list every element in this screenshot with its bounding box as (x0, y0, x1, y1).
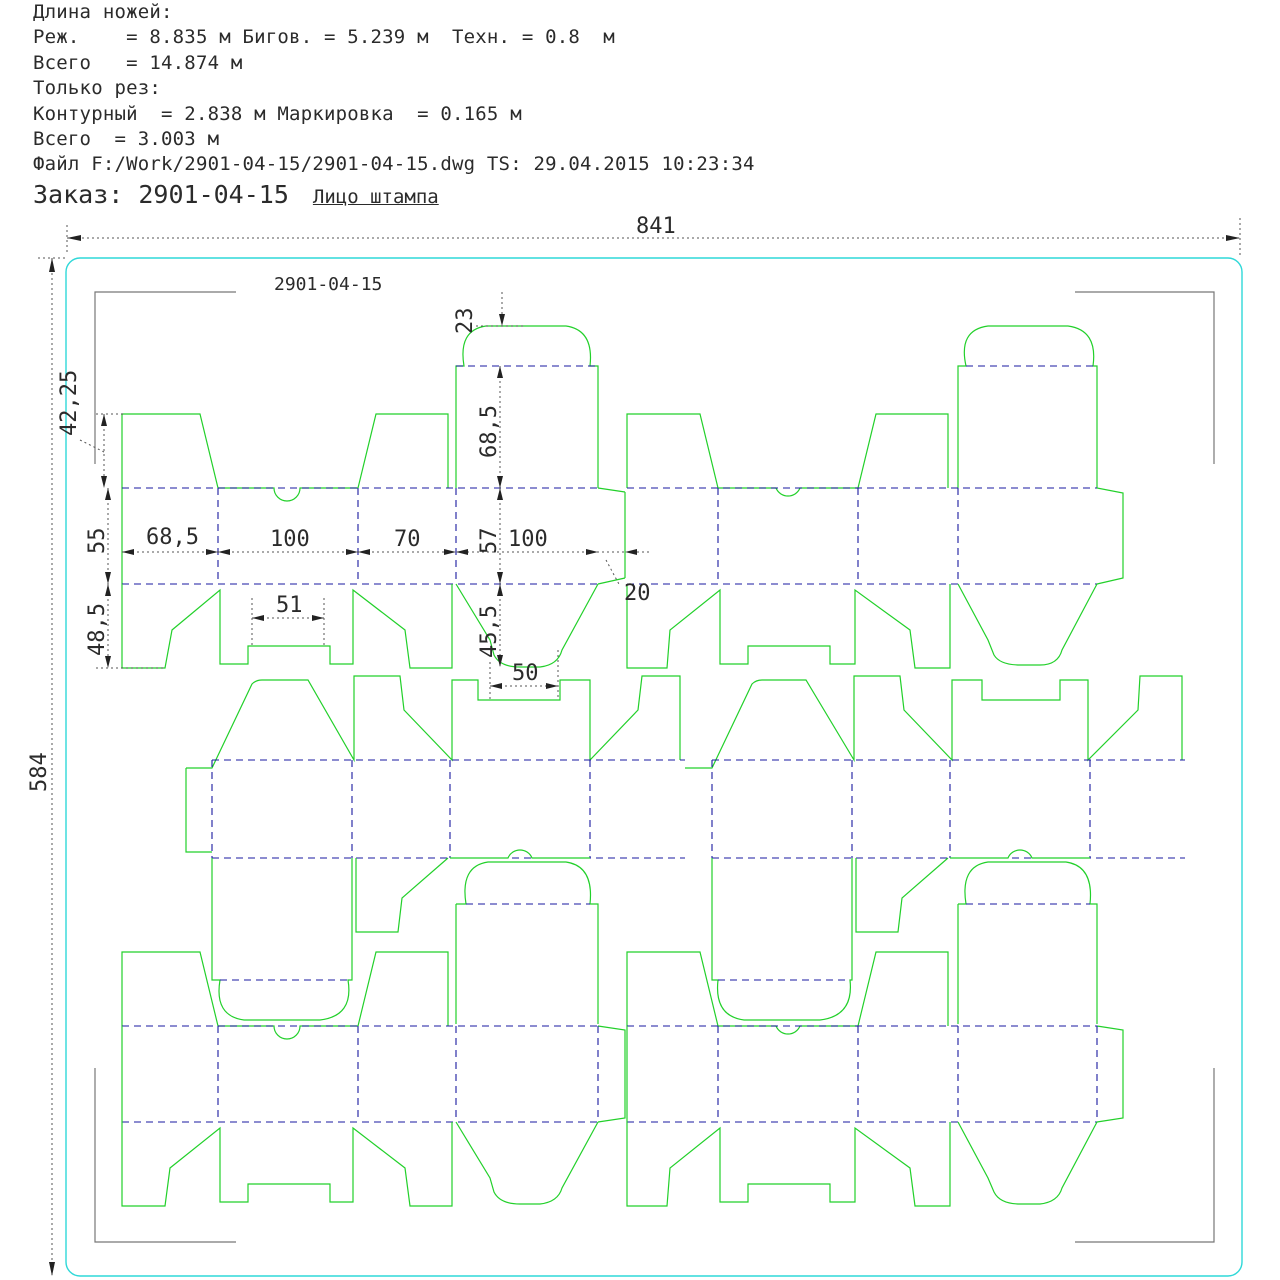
die-side-label: Лицо штампа (312, 185, 439, 208)
dimensions-first-blank: 42,25 55 48,5 68,5 100 70 100 20 23 (57, 292, 651, 700)
dim-55: 55 (85, 528, 110, 555)
dim-68-5-h: 68,5 (146, 525, 199, 550)
dim-42-25: 42,25 (57, 370, 82, 436)
order-number: 2901-04-15 (138, 179, 289, 209)
box-blank-row2-a (185, 675, 685, 1024)
order-line: Заказ: 2901-04-15 Лицо штампа (33, 178, 933, 214)
corner-mark-bottom-right (1075, 1068, 1215, 1243)
sheet-code-label: 2901-04-15 (274, 274, 382, 295)
knife-length-total: Всего = 14.874 м (33, 51, 243, 74)
box-blank-row3-b (626, 951, 1124, 1207)
dim-51: 51 (276, 593, 303, 618)
knife-length-breakdown: Реж. = 8.835 м Бигов. = 5.239 м Техн. = … (33, 26, 615, 49)
box-blank-row2-b (685, 675, 1185, 1024)
corner-mark-bottom-left (94, 1068, 236, 1243)
box-blank-row1-a (121, 325, 626, 669)
file-info: Файл F:/Work/2901-04-15/2901-04-15.dwg T… (33, 153, 755, 176)
overall-width-dimension: 841 (66, 214, 1241, 255)
dim-50: 50 (512, 661, 539, 686)
corner-mark-top-left (94, 291, 236, 464)
order-label: Заказ: (33, 179, 124, 209)
dim-48-5: 48,5 (85, 603, 110, 656)
overall-height-label: 584 (27, 752, 52, 792)
corner-mark-top-right (1075, 291, 1215, 464)
dim-68-5-v: 68,5 (477, 405, 502, 458)
dim-70: 70 (394, 527, 421, 552)
cut-only-total: Всего = 3.003 м (33, 128, 220, 151)
overall-width-label: 841 (636, 214, 676, 239)
box-blank-row3-a (121, 951, 626, 1207)
dim-23: 23 (453, 308, 478, 335)
dim-100-b: 100 (508, 527, 548, 552)
dim-45-5: 45,5 (477, 605, 502, 658)
corner-marks (94, 291, 1215, 1243)
dim-57: 57 (477, 528, 502, 555)
dim-100-a: 100 (270, 527, 310, 552)
dim-20: 20 (624, 581, 651, 606)
box-blank-row1-b (626, 325, 1124, 669)
overall-height-dimension: 584 (27, 257, 66, 1276)
drawing-header: Длина ножей: Реж. = 8.835 м Бигов. = 5.2… (33, 0, 933, 214)
cut-only-title: Только рез: (33, 77, 162, 100)
cut-only-breakdown: Контурный = 2.838 м Маркировка = 0.165 м (33, 102, 522, 125)
knife-length-title: Длина ножей: (33, 1, 173, 23)
sheet-outline (65, 257, 1243, 1277)
